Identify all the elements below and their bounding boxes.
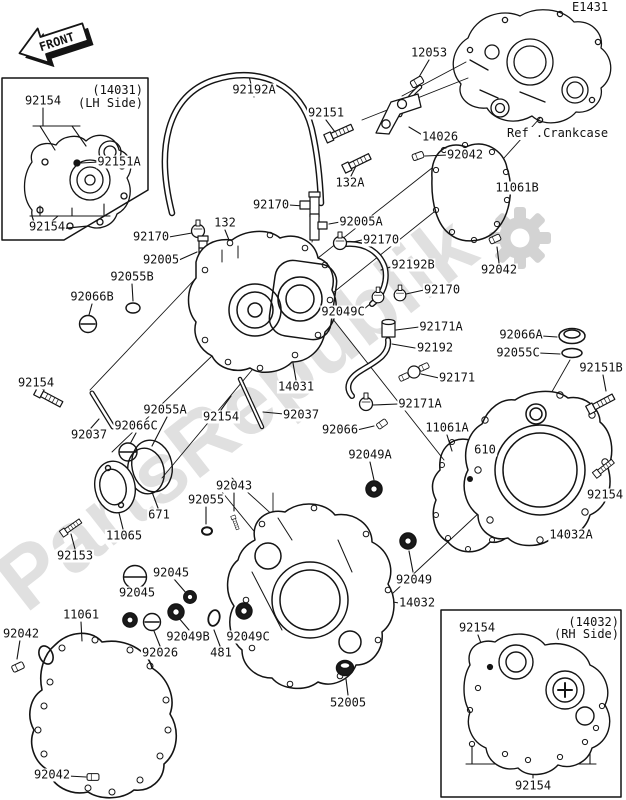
part-label-481: 481 <box>209 645 233 660</box>
part-label-92151: 92151 <box>306 105 346 120</box>
part-label-92151A: 92151A <box>96 154 142 169</box>
part-label-14032: 14032 <box>397 595 437 610</box>
part-label-92151B: 92151B <box>578 360 624 375</box>
part-label-92042: 92042 <box>479 262 519 277</box>
part-label-14031: 14031 <box>276 379 316 394</box>
rh-inset-part-ref: (14032) <box>567 615 620 629</box>
part-label-52005: 52005 <box>328 695 368 710</box>
part-label-92171A: 92171A <box>418 319 464 334</box>
part-label-92055: 92055 <box>186 492 226 507</box>
rh-cover-drawing <box>463 633 611 776</box>
part-label-92192A: 92192A <box>231 82 277 97</box>
part-label-92154: 92154 <box>201 409 241 424</box>
part-label-92154: 92154 <box>457 620 497 635</box>
cover-14031 <box>187 230 338 374</box>
part-label-92005: 92005 <box>141 252 181 267</box>
part-label-92055C: 92055C <box>495 345 541 360</box>
part-label-14026: 14026 <box>420 129 460 144</box>
crankcase-drawing <box>452 9 612 124</box>
part-label-92049A: 92049A <box>347 447 393 462</box>
diagram-code: E1431 <box>571 0 610 14</box>
part-label-92066A: 92066A <box>498 327 544 342</box>
part-label-92154: 92154 <box>585 487 625 502</box>
part-label-11065: 11065 <box>104 528 144 543</box>
seal-row <box>122 602 253 632</box>
part-label-11061: 11061 <box>61 607 101 622</box>
crankcase-ref-label: Ref .Crankcase <box>506 126 610 140</box>
part-label-92154: 92154 <box>513 778 553 793</box>
left-small-parts <box>33 302 213 604</box>
part-label-92049C: 92049C <box>225 629 271 644</box>
part-label-92170: 92170 <box>131 229 171 244</box>
part-label-11061B: 11061B <box>494 180 540 195</box>
pump-bracket-parts <box>323 75 425 174</box>
front-arrow-icon: FRONT <box>18 22 94 68</box>
part-label-92066: 92066 <box>320 422 360 437</box>
part-label-92055A: 92055A <box>142 402 188 417</box>
part-label-92037: 92037 <box>281 407 321 422</box>
part-label-92154: 92154 <box>16 375 56 390</box>
rh-inset-box <box>440 609 622 798</box>
rh-inset-side-ref: (RH Side) <box>552 627 620 641</box>
lh-inset-box <box>1 77 149 241</box>
part-label-12053: 12053 <box>409 45 449 60</box>
lh-inset-part-ref: (14031) <box>91 83 144 97</box>
cover-14032A <box>365 327 617 553</box>
part-label-92045: 92045 <box>117 585 157 600</box>
part-label-610: 610 <box>473 442 497 457</box>
inset-boxes <box>1 77 622 798</box>
part-label-92170: 92170 <box>251 197 291 212</box>
part-label-14032A: 14032A <box>548 527 594 542</box>
part-label-92154: 92154 <box>23 93 63 108</box>
part-label-92153: 92153 <box>55 548 95 563</box>
part-label-92005A: 92005A <box>338 214 384 229</box>
part-label-92170: 92170 <box>361 232 401 247</box>
part-label-92192: 92192 <box>415 340 455 355</box>
part-label-11061A: 11061A <box>424 420 470 435</box>
part-label-92042: 92042 <box>32 767 72 782</box>
part-label-92171A: 92171A <box>397 396 443 411</box>
hoses <box>89 72 392 430</box>
part-label-132: 132 <box>213 215 237 230</box>
part-label-92043: 92043 <box>214 478 254 493</box>
gasket-11061B <box>431 141 512 244</box>
part-label-92154: 92154 <box>27 219 67 234</box>
part-label-92171: 92171 <box>437 370 477 385</box>
cover-14032 <box>226 503 417 690</box>
part-label-92042: 92042 <box>1 626 41 641</box>
part-label-671: 671 <box>147 507 171 522</box>
part-label-92042: 92042 <box>445 147 485 162</box>
part-label-92192B: 92192B <box>390 257 436 272</box>
part-label-92066C: 92066C <box>113 418 159 433</box>
part-label-92026: 92026 <box>140 645 180 660</box>
lh-inset-side-ref: (LH Side) <box>76 96 144 110</box>
part-label-92037: 92037 <box>69 427 109 442</box>
part-label-92045: 92045 <box>151 565 191 580</box>
part-label-92049C: 92049C <box>320 304 366 319</box>
part-label-92049B: 92049B <box>165 629 211 644</box>
part-label-92055B: 92055B <box>109 269 155 284</box>
part-label-92066B: 92066B <box>69 289 115 304</box>
part-label-92049: 92049 <box>394 572 434 587</box>
part-label-132A: 132A <box>334 175 366 190</box>
part-label-92170: 92170 <box>422 282 462 297</box>
